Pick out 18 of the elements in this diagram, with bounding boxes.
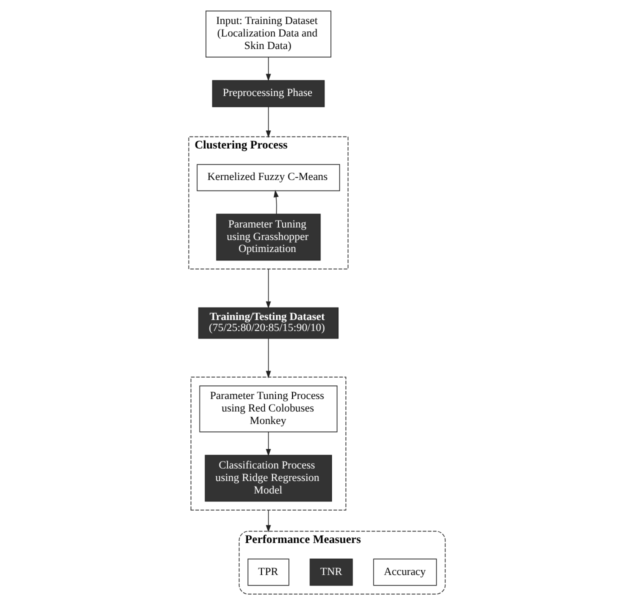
node-box: Parameter Tuning using Grasshopper Optimization [216, 214, 321, 261]
node-box: Kernelized Fuzzy C-Means [196, 164, 340, 192]
node-box: Preprocessing Phase [212, 80, 325, 108]
node-box: TNR [310, 558, 353, 586]
arrow [266, 338, 271, 378]
arrow [266, 56, 271, 82]
cluster [190, 376, 346, 510]
arrow [274, 190, 279, 214]
arrow [266, 510, 271, 532]
node-box: Input: Training Dataset (Localization Data and Skin Data) [206, 10, 332, 58]
arrow [266, 268, 271, 309]
node-box: Training/Testing Dataset (75/25:80/20:85/15:90/10) [198, 307, 339, 339]
node-box: Accuracy [373, 558, 437, 586]
node-box: TPR [248, 558, 290, 586]
node-box: Parameter Tuning Process using Red Colobuses Monkey [199, 386, 338, 432]
arrow [266, 106, 271, 138]
arrow [266, 432, 271, 456]
node-box: Classification Process using Ridge Regression Model [204, 454, 332, 502]
